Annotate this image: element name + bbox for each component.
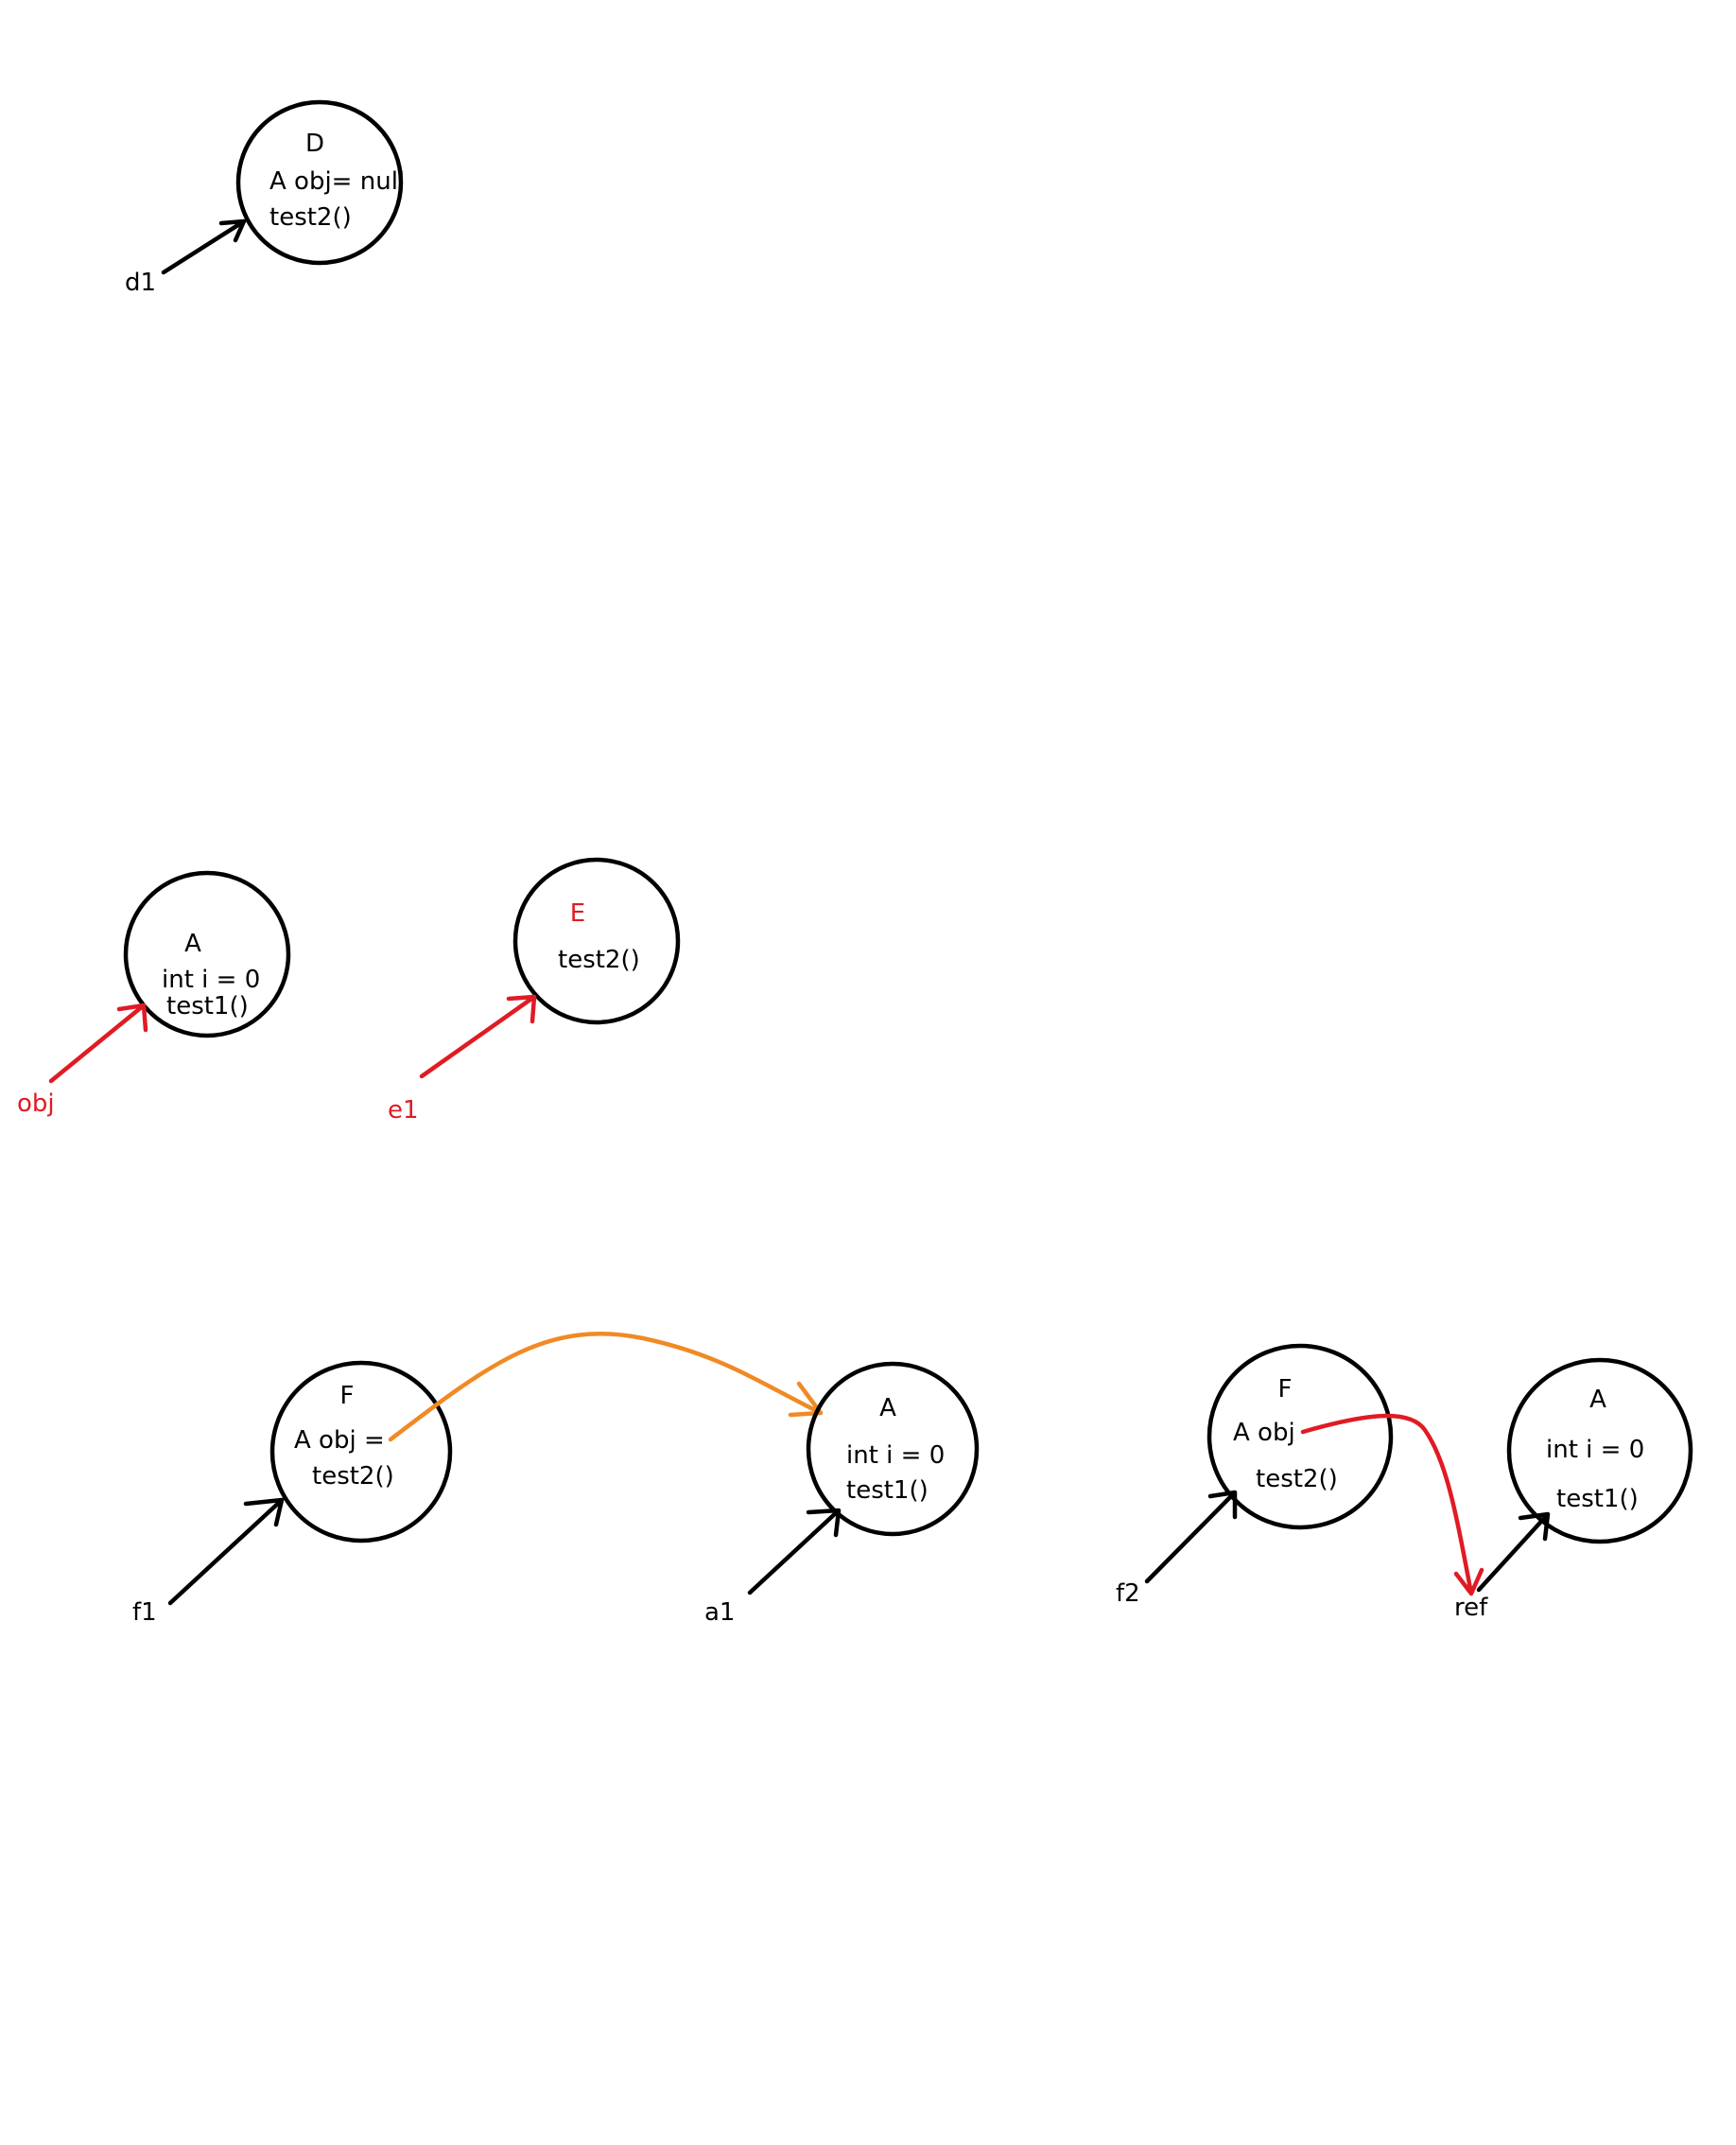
object-f1-method: test2(): [312, 1462, 394, 1491]
reference-ref-label: ref: [1454, 1594, 1488, 1622]
reference-e1: e1: [388, 994, 537, 1125]
object-a-mid-circle: [806, 1361, 980, 1537]
reference-f1-arrow: [167, 1497, 285, 1606]
reference-f2-arrow: [1144, 1490, 1238, 1584]
object-e-class-name: E: [570, 899, 585, 928]
reference-f1: f1: [132, 1497, 285, 1627]
reference-f2-label: f2: [1116, 1579, 1140, 1608]
reference-a1-label: a1: [704, 1598, 735, 1627]
object-a-top-field: int i = 0: [162, 966, 260, 994]
object-a-right-method: test1(): [1556, 1485, 1639, 1513]
reference-f2: f2: [1116, 1490, 1238, 1608]
object-e-circle: [512, 857, 681, 1025]
object-d-field: A obj= null: [269, 167, 405, 196]
f1-obj-pointer-arrow: [388, 1332, 824, 1442]
reference-d1-label: d1: [125, 269, 156, 297]
object-f2-class-name: F: [1278, 1375, 1293, 1404]
reference-a1: a1: [704, 1508, 842, 1627]
object-a-mid: A int i = 0 test1(): [806, 1361, 980, 1537]
object-a-top-method: test1(): [166, 992, 249, 1020]
reference-ref-arrow: [1476, 1511, 1551, 1593]
object-a-mid-field: int i = 0: [846, 1441, 945, 1470]
reference-e1-arrow: [419, 994, 537, 1079]
object-f2-field: A obj: [1233, 1419, 1295, 1447]
reference-e1-label: e1: [388, 1096, 419, 1125]
reference-ref: ref: [1454, 1511, 1551, 1622]
object-d: D A obj= null test2(): [235, 99, 405, 266]
object-f1-field: A obj =: [294, 1426, 385, 1455]
object-a-right-circle: [1506, 1357, 1693, 1544]
object-a-right-field: int i = 0: [1546, 1436, 1644, 1464]
object-d-class-name: D: [305, 130, 324, 158]
object-a-mid-class-name: A: [879, 1394, 896, 1422]
object-d-circle: [235, 99, 404, 266]
object-d-method: test2(): [269, 203, 352, 232]
reference-d1-arrow: [161, 218, 247, 275]
reference-obj-label: obj: [17, 1090, 55, 1118]
object-f2-method: test2(): [1256, 1465, 1338, 1493]
object-a-right-class-name: A: [1589, 1386, 1606, 1414]
object-e: E test2(): [512, 857, 681, 1025]
object-f1-circle: [269, 1360, 453, 1543]
reference-obj: obj: [17, 1003, 148, 1118]
reference-obj-arrow: [48, 1003, 148, 1084]
object-f1-class-name: F: [340, 1382, 355, 1410]
reference-a1-arrow: [747, 1508, 842, 1596]
object-a-top: A int i = 0 test1(): [123, 870, 291, 1038]
object-e-method: test2(): [558, 946, 640, 974]
object-f2-circle: [1207, 1343, 1394, 1530]
object-f1: F A obj = test2(): [269, 1360, 453, 1543]
object-a-right: A int i = 0 test1(): [1506, 1357, 1693, 1544]
object-a-top-circle: [123, 870, 291, 1038]
object-a-mid-method: test1(): [846, 1476, 929, 1505]
reference-f1-label: f1: [132, 1598, 157, 1627]
f2-obj-pointer-arrow: [1300, 1413, 1484, 1596]
object-f2: F A obj test2(): [1207, 1343, 1394, 1530]
reference-d1: d1: [125, 218, 247, 297]
object-a-top-class-name: A: [184, 930, 201, 958]
